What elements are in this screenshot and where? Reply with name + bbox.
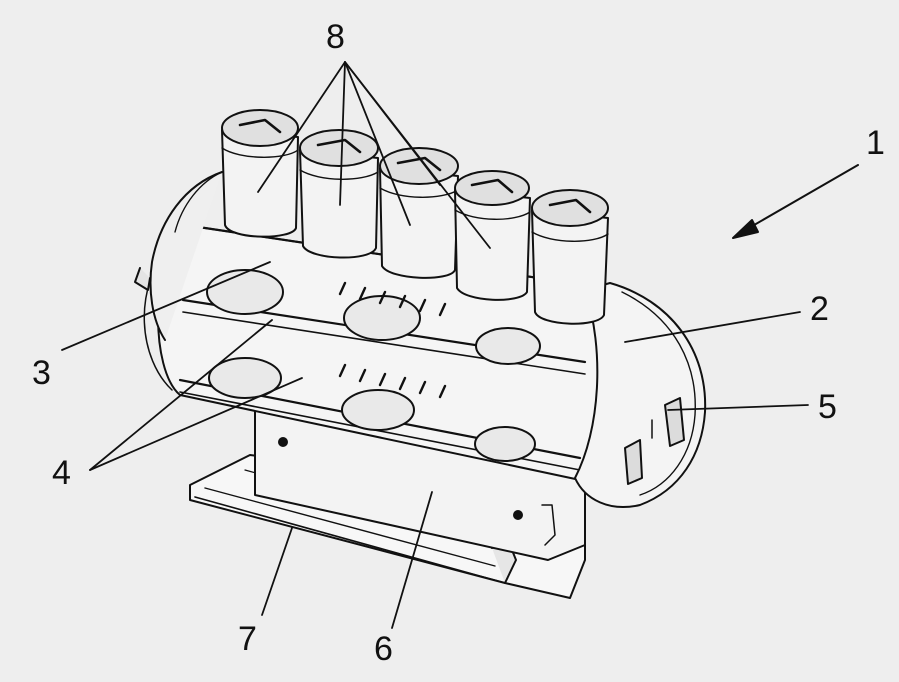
left-end-cap <box>134 171 223 341</box>
callout-6: 6 <box>374 630 393 668</box>
callout-5: 5 <box>818 388 837 426</box>
capsule-container <box>299 129 379 259</box>
callout-7: 7 <box>238 620 257 658</box>
assembly-arrow <box>732 164 859 239</box>
capsule-containers-part-8 <box>221 109 609 325</box>
capsule-container <box>531 189 609 325</box>
capsule-container <box>221 109 299 238</box>
callout-2: 2 <box>810 290 829 328</box>
capsule-container <box>454 170 531 301</box>
callout-1: 1 <box>866 124 885 162</box>
screw-hole <box>513 510 523 520</box>
callout-4: 4 <box>52 454 71 492</box>
leader-lines <box>61 61 809 629</box>
callout-3: 3 <box>32 354 51 392</box>
callout-8: 8 <box>326 18 345 56</box>
screw-hole <box>278 437 288 447</box>
capsule-container <box>379 147 459 279</box>
